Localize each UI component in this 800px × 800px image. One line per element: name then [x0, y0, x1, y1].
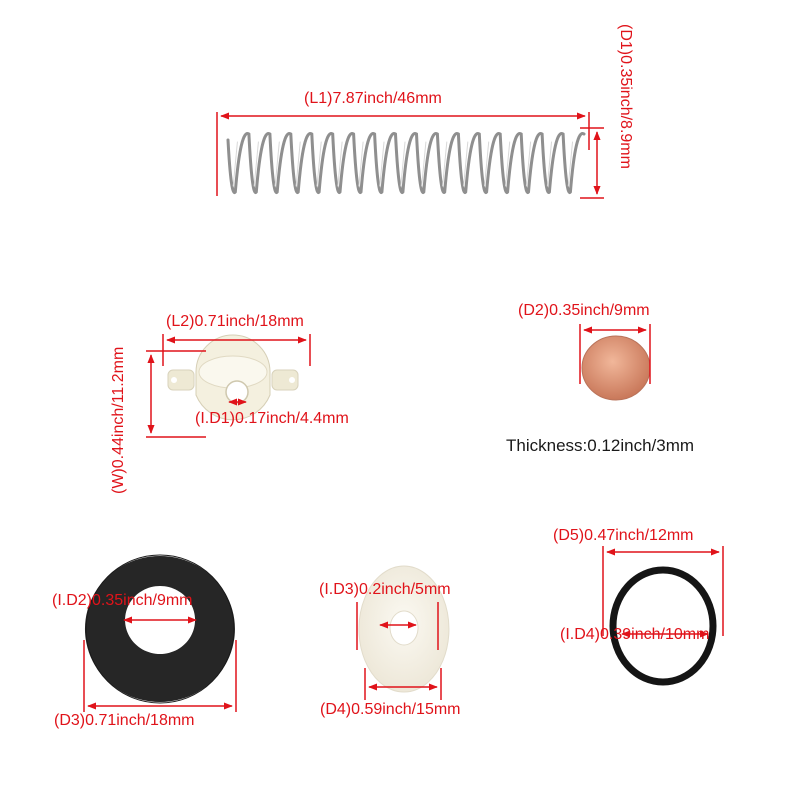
copper-diameter-dimension — [579, 324, 651, 384]
o-ring-icon — [609, 566, 717, 686]
bushing-length-label: (L2)0.71inch/18mm — [166, 313, 304, 330]
bushing-length-dimension — [162, 334, 311, 366]
black-washer-outer-dimension — [83, 640, 237, 712]
bushing-width-dimension — [146, 350, 206, 438]
copper-disc-icon — [581, 335, 651, 401]
bushing-inner-diameter-label: (I.D1)0.17inch/4.4mm — [195, 410, 349, 427]
spring-diameter-label: (D1)0.35inch/8.9mm — [617, 24, 634, 169]
felt-washer-inner-label: (I.D3)0.2inch/5mm — [319, 581, 451, 598]
black-washer-icon — [84, 554, 235, 704]
copper-thickness-label: Thickness:0.12inch/3mm — [506, 436, 695, 455]
copper-diameter-label: (D2)0.35inch/9mm — [518, 302, 650, 319]
felt-washer-icon — [358, 565, 450, 693]
spring-diameter-dimension — [580, 127, 604, 199]
bushing-icon — [167, 334, 299, 421]
felt-washer-inner-dimension — [356, 602, 439, 650]
o-ring-inner-label: (I.D4)0.39inch/10mm — [560, 626, 710, 643]
felt-washer-outer-label: (D4)0.59inch/15mm — [320, 701, 461, 718]
o-ring-outer-label: (D5)0.47inch/12mm — [553, 527, 694, 544]
felt-washer-outer-dimension — [364, 668, 442, 700]
black-washer-outer-label: (D3)0.71inch/18mm — [54, 712, 195, 729]
o-ring-outer-dimension — [602, 546, 724, 636]
spring-icon — [226, 132, 586, 194]
spring-length-label: (L1)7.87inch/46mm — [304, 90, 442, 107]
black-washer-inner-label: (I.D2)0.35inch/9mm — [52, 592, 193, 609]
spring-length-dimension — [216, 112, 590, 196]
bushing-width-label: (W)0.44inch/11.2mm — [110, 346, 127, 494]
